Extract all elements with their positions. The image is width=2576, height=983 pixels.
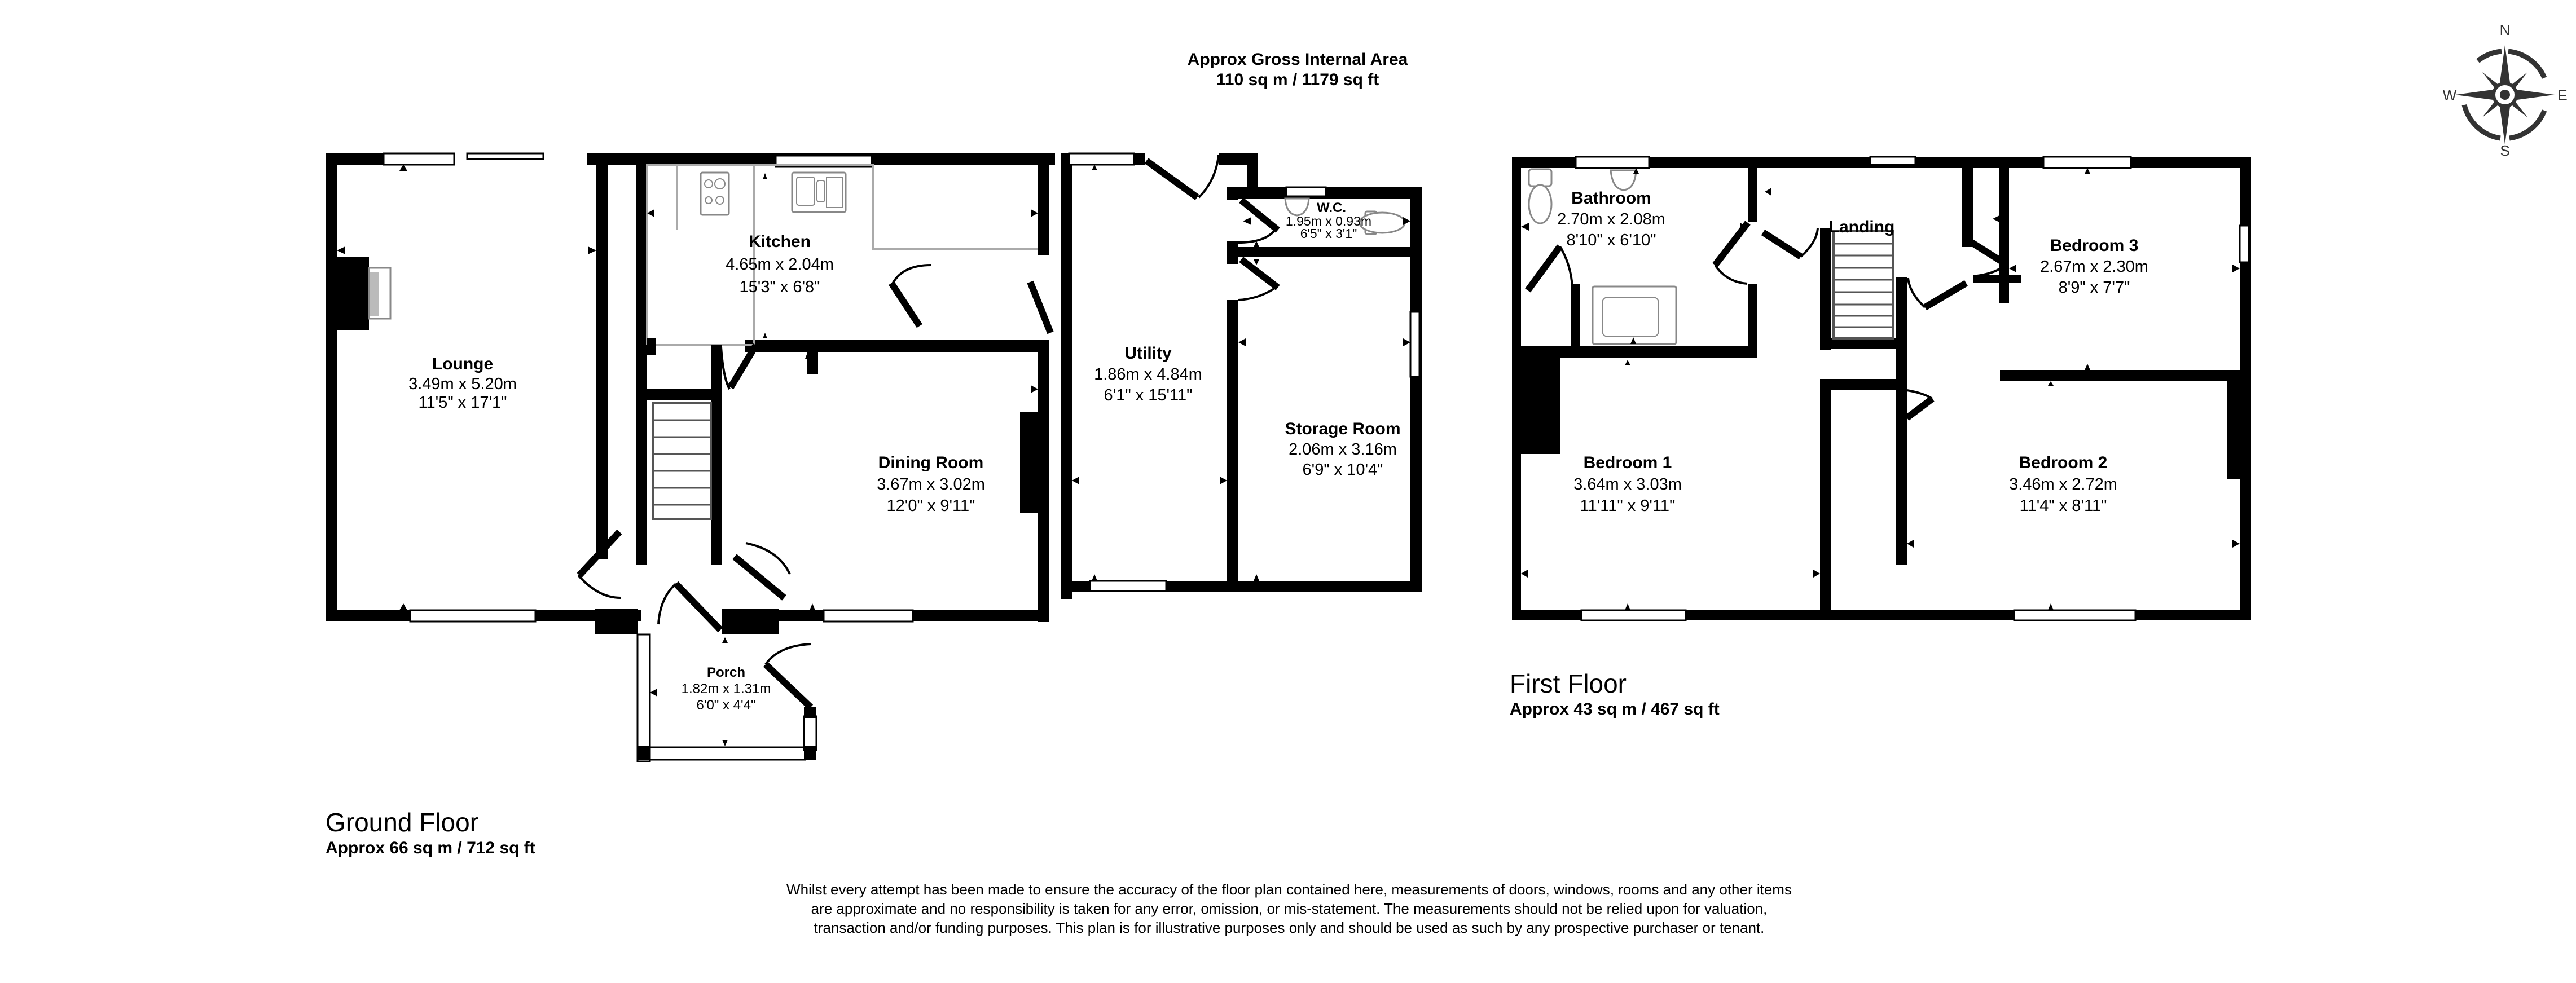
room-name-bedroom2: Bedroom 2: [2019, 453, 2108, 472]
room-name-porch: Porch: [707, 665, 745, 680]
gross-area-title: Approx Gross Internal Area: [1187, 50, 1408, 69]
compass-west-label: W: [2443, 87, 2457, 104]
compass-north-label: N: [2500, 21, 2511, 38]
room-metric-bathroom: 2.70m x 2.08m: [1557, 210, 1665, 228]
room-imperial-dining: 12'0" x 9'11": [887, 497, 975, 515]
room-name-dining: Dining Room: [878, 453, 984, 472]
room-metric-wc: 1.95m x 0.93m: [1286, 214, 1371, 228]
room-metric-lounge: 3.49m x 5.20m: [408, 375, 517, 393]
room-name-bedroom1: Bedroom 1: [1584, 453, 1672, 472]
ground-floor-area: Approx 66 sq m / 712 sq ft: [326, 839, 535, 857]
room-imperial-kitchen: 15'3" x 6'8": [740, 278, 820, 296]
room-metric-bedroom2: 3.46m x 2.72m: [2009, 475, 2117, 493]
compass-south-label: S: [2500, 142, 2509, 158]
ground-floor-caption: Ground Floor Approx 66 sq m / 712 sq ft: [326, 808, 535, 859]
room-imperial-bedroom1: 11'11" x 9'11": [1580, 497, 1676, 515]
room-name-lounge: Lounge: [432, 355, 493, 373]
room-metric-bedroom1: 3.64m x 3.03m: [1573, 475, 1682, 493]
room-name-utility: Utility: [1124, 344, 1172, 363]
room-imperial-wc: 6'5" x 3'1": [1300, 226, 1357, 241]
room-name-wc: W.C.: [1317, 200, 1346, 215]
disclaimer-text: Whilst every attempt has been made to en…: [786, 881, 1792, 936]
ground-floor-title: Ground Floor: [326, 808, 479, 837]
room-imperial-porch: 6'0" x 4'4": [697, 698, 756, 713]
room-metric-dining: 3.67m x 3.02m: [877, 475, 985, 493]
room-imperial-bedroom3: 8'9" x 7'7": [2059, 279, 2130, 297]
room-name-bathroom: Bathroom: [1571, 189, 1651, 208]
compass-east-label: E: [2557, 87, 2567, 104]
compass-rose-icon: N S W E: [2443, 21, 2567, 158]
gross-area-value: 110 sq m / 1179 sq ft: [1216, 70, 1379, 89]
first-floor-plan: [1512, 156, 2251, 621]
room-imperial-utility: 6'1" x 15'11": [1104, 386, 1193, 404]
room-labels: Lounge 3.49m x 5.20m 11'5" x 17'1" Kitch…: [408, 189, 2148, 713]
ground-floor-plan: [326, 152, 1422, 762]
room-imperial-storage: 6'9" x 10'4": [1303, 461, 1383, 479]
room-metric-porch: 1.82m x 1.31m: [682, 681, 771, 697]
room-name-bedroom3: Bedroom 3: [2050, 236, 2139, 255]
first-floor-area: Approx 43 sq m / 467 sq ft: [1510, 700, 1720, 718]
first-floor-caption: First Floor Approx 43 sq m / 467 sq ft: [1510, 669, 1720, 721]
room-imperial-bedroom2: 11'4" x 8'11": [2020, 497, 2107, 515]
room-imperial-bathroom: 8'10" x 6'10": [1566, 231, 1656, 249]
room-metric-utility: 1.86m x 4.84m: [1094, 365, 1202, 383]
room-metric-kitchen: 4.65m x 2.04m: [726, 255, 834, 274]
room-name-kitchen: Kitchen: [749, 232, 811, 251]
room-name-landing: Landing: [1829, 218, 1895, 236]
room-metric-bedroom3: 2.67m x 2.30m: [2040, 258, 2148, 276]
dimension-markers: [337, 165, 2240, 746]
first-floor-title: First Floor: [1510, 669, 1627, 698]
room-metric-storage: 2.06m x 3.16m: [1289, 440, 1397, 459]
room-name-storage: Storage Room: [1285, 420, 1400, 438]
room-imperial-lounge: 11'5" x 17'1": [419, 394, 507, 412]
gross-internal-area: Approx Gross Internal Area 110 sq m / 11…: [1072, 50, 1523, 90]
